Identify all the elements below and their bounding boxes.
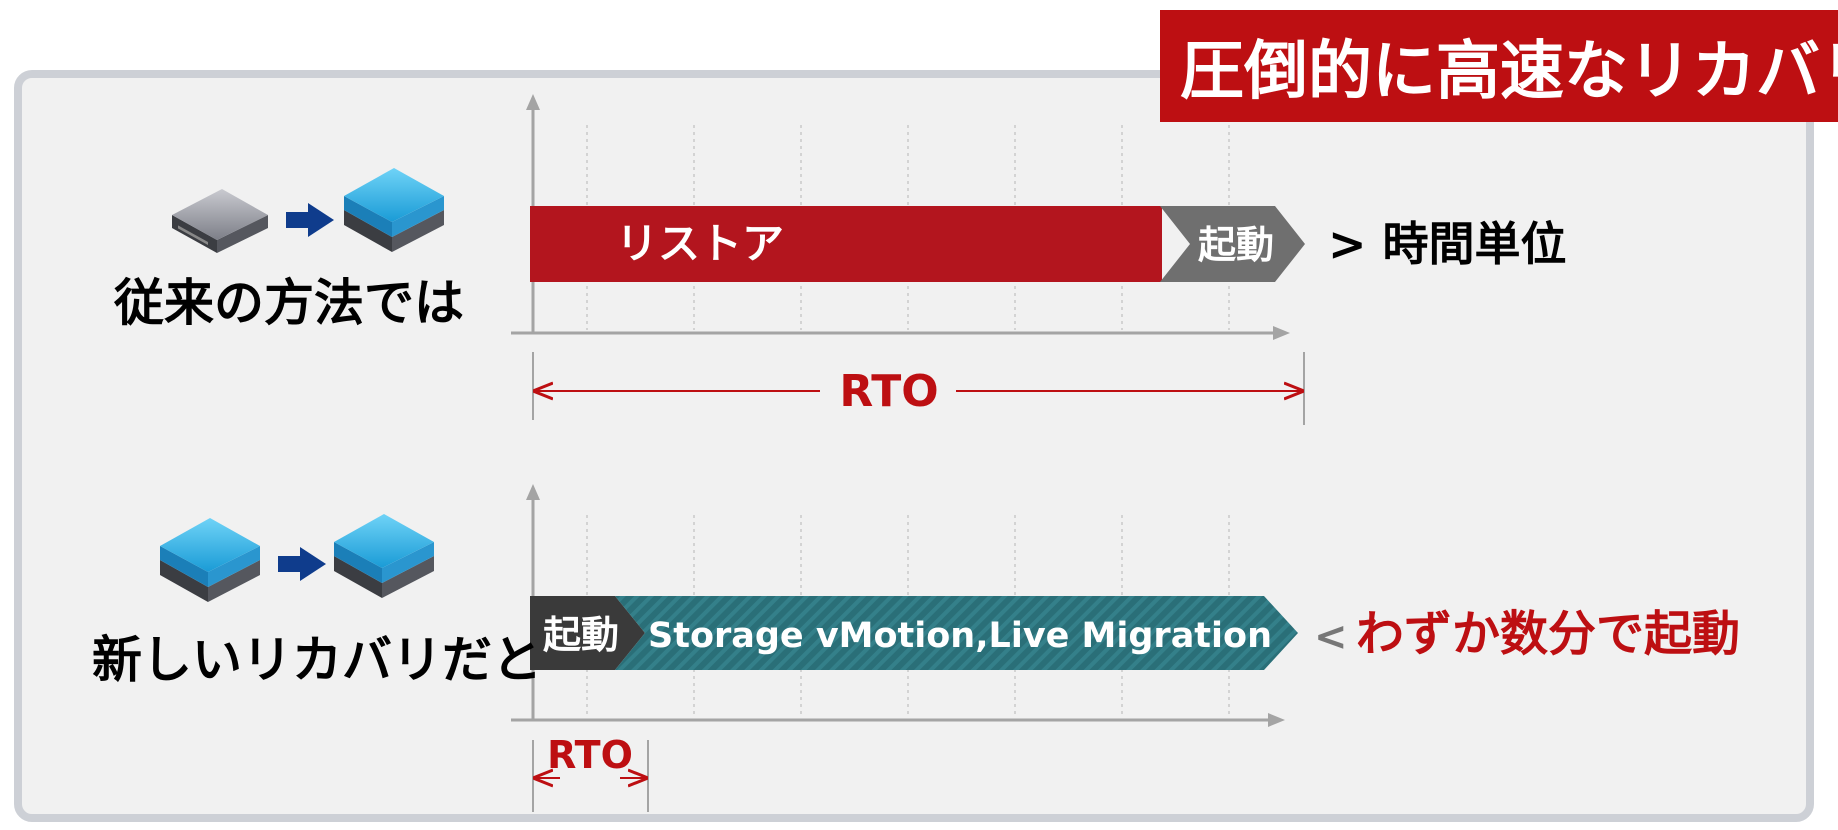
server-blue-icon [334, 514, 434, 598]
bottom-rto-measure [532, 740, 649, 812]
top-rto-label: RTO [839, 366, 938, 417]
page-title-text: 圧倒的に高速なリカバリ [1180, 35, 1838, 109]
boot-chevron-bottom [530, 596, 645, 670]
server-gray-icon [172, 189, 268, 253]
restore-bar [530, 206, 1162, 282]
new-recovery-label: 新しいリカバリだと [92, 631, 542, 689]
top-gridlines [586, 125, 1230, 330]
boot-label-top: 起動 [1198, 223, 1274, 267]
server-blue-icon [160, 518, 260, 602]
bottom-rto-label: RTO [547, 733, 633, 777]
arrow-right-icon [286, 203, 334, 237]
traditional-result: > 時間単位 [1328, 217, 1567, 271]
bottom-gridlines [586, 515, 1230, 718]
boot-chevron-top [1160, 206, 1305, 282]
new-result: わずか数分で起動 [1356, 606, 1740, 662]
migration-chevron [615, 596, 1298, 670]
top-rto-measure [532, 352, 1305, 425]
page-title: 圧倒的に高速なリカバリ [1160, 10, 1838, 122]
server-blue-icon [344, 168, 444, 252]
arrow-right-icon [278, 547, 326, 581]
diagram-panel [14, 70, 1814, 822]
migration-label: Storage vMotion,Live Migration [648, 616, 1272, 656]
restore-label: リストア [616, 219, 784, 268]
new-result-symbol: < [1314, 614, 1348, 660]
boot-label-bottom: 起動 [543, 613, 619, 657]
traditional-label: 従来の方法では [113, 274, 464, 332]
